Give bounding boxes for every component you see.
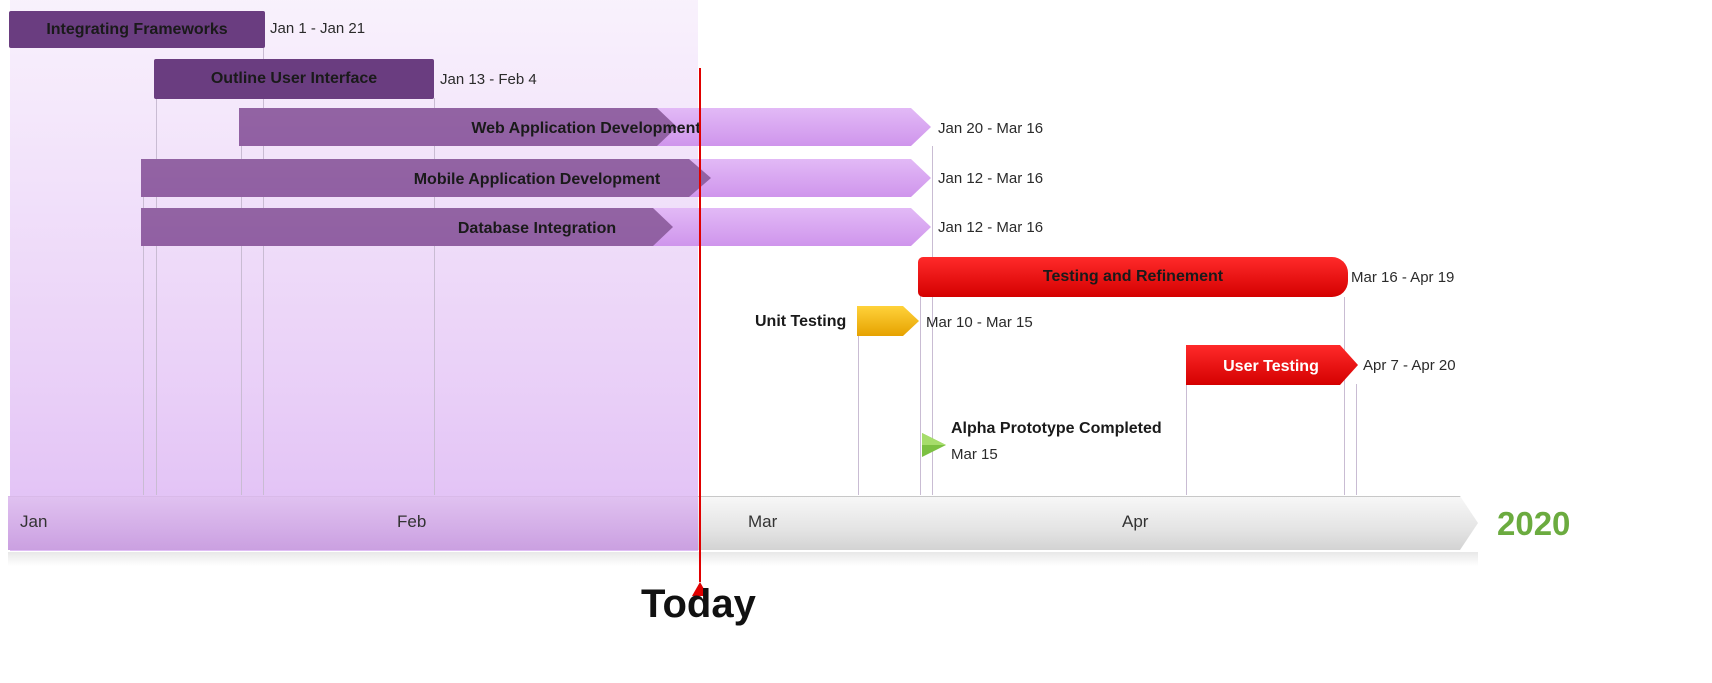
task-dates: Jan 13 - Feb 4	[440, 71, 537, 88]
today-marker-triangle-icon	[692, 582, 708, 596]
guide-line	[920, 296, 921, 495]
task-bar-web-application-development[interactable]: Web Application Development	[239, 106, 933, 148]
guide-line	[1344, 297, 1345, 495]
task-bar-mobile-application-development[interactable]: Mobile Application Development	[141, 157, 933, 199]
task-label: User Testing	[1223, 358, 1319, 375]
task-dates: Apr 7 - Apr 20	[1363, 357, 1456, 374]
task-bar-testing-and-refinement[interactable]: Testing and Refinement	[918, 257, 1348, 297]
guide-line	[434, 98, 435, 495]
task-label: Database Integration	[458, 220, 616, 237]
task-bar-integrating-frameworks[interactable]: Integrating Frameworks	[9, 11, 265, 48]
task-label: Mobile Application Development	[414, 171, 661, 188]
guide-line	[143, 195, 144, 495]
task-dates: Jan 1 - Jan 21	[270, 20, 366, 37]
task-label-unit-testing: Unit Testing	[755, 313, 847, 330]
month-label-mar: Mar	[748, 512, 778, 531]
task-bar-user-testing[interactable]: User Testing	[1186, 344, 1360, 386]
month-label-jan: Jan	[20, 512, 48, 531]
month-label-apr: Apr	[1122, 512, 1149, 531]
year-label: 2020	[1497, 505, 1571, 542]
guide-line	[1356, 384, 1357, 495]
milestone-flag-icon[interactable]	[920, 431, 948, 459]
task-label: Web Application Development	[471, 120, 701, 137]
task-bar-unit-testing[interactable]	[857, 305, 921, 337]
task-dates: Jan 12 - Mar 16	[938, 219, 1044, 236]
task-bar-database-integration[interactable]: Database Integration	[141, 206, 933, 248]
task-dates: Mar 10 - Mar 15	[926, 314, 1033, 331]
guide-line	[1186, 384, 1187, 495]
guide-line	[263, 48, 264, 495]
today-label: Today	[641, 582, 756, 626]
milestone-label: Alpha Prototype Completed	[951, 420, 1162, 437]
task-label: Integrating Frameworks	[46, 20, 228, 38]
task-dates: Mar 16 - Apr 19	[1351, 269, 1455, 286]
task-bar-outline-user-interface[interactable]: Outline User Interface	[154, 59, 434, 99]
task-label: Outline User Interface	[210, 70, 378, 87]
task-dates: Jan 12 - Mar 16	[938, 170, 1044, 187]
task-label: Testing and Refinement	[1042, 268, 1224, 285]
guide-line	[932, 146, 933, 495]
axis-elapsed-shading	[8, 496, 698, 550]
today-marker-line	[699, 68, 701, 582]
milestone-date: Mar 15	[951, 446, 998, 463]
axis-reflection	[8, 552, 1478, 566]
guide-line	[858, 335, 859, 495]
guide-line	[156, 98, 157, 495]
month-label-feb: Feb	[397, 512, 427, 531]
guide-line	[241, 146, 242, 495]
task-dates: Jan 20 - Mar 16	[938, 120, 1044, 137]
